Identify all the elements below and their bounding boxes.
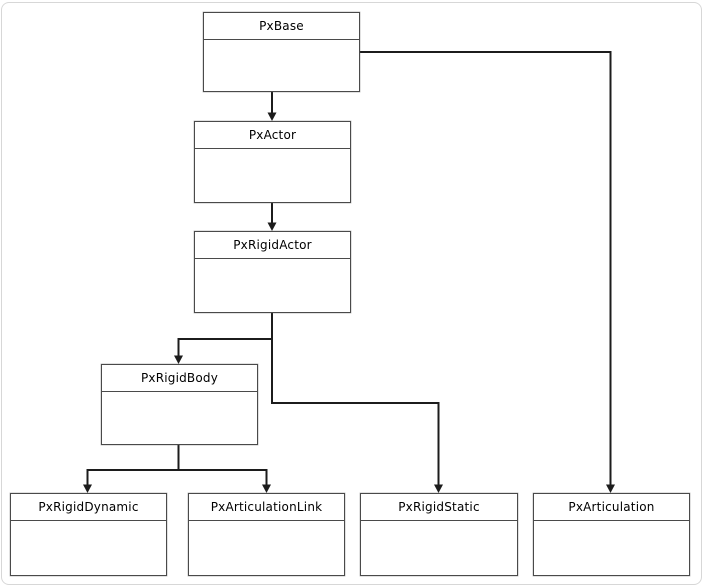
class-title-pxbase: PxBase — [204, 13, 359, 40]
class-box-pxarticulationlink: PxArticulationLink — [188, 493, 345, 576]
class-box-pxrigidbody: PxRigidBody — [101, 364, 258, 445]
class-body-pxarticulation — [534, 521, 689, 575]
arrowhead-pxrigidstatic-icon — [434, 484, 443, 493]
class-body-pxrigidactor — [195, 259, 350, 312]
arrowhead-pxrigidbody-icon — [174, 355, 183, 364]
class-box-pxrigiddynamic: PxRigidDynamic — [10, 493, 167, 576]
class-body-pxrigiddynamic — [11, 521, 166, 575]
class-body-pxarticulationlink — [189, 521, 344, 575]
arrowhead-pxrigidactor-icon — [267, 222, 277, 231]
class-box-pxbase: PxBase — [203, 12, 360, 92]
arrowhead-pxarticulation-icon — [606, 484, 615, 493]
edge-pxrigidactor-pxrigidstatic — [271, 402, 440, 485]
edge-pxrigidbody-trunk — [87, 445, 267, 471]
class-body-pxrigidstatic — [361, 521, 517, 575]
class-title-pxrigidactor: PxRigidActor — [195, 232, 350, 259]
class-box-pxrigidstatic: PxRigidStatic — [360, 493, 518, 576]
arrowhead-pxrigiddynamic-icon — [83, 484, 92, 493]
class-body-pxactor — [195, 149, 350, 202]
class-body-pxbase — [204, 40, 359, 91]
class-title-pxrigidbody: PxRigidBody — [102, 365, 257, 392]
class-title-pxactor: PxActor — [195, 122, 350, 149]
class-box-pxarticulation: PxArticulation — [533, 493, 690, 576]
class-title-pxrigiddynamic: PxRigidDynamic — [11, 494, 166, 521]
class-title-pxarticulation: PxArticulation — [534, 494, 689, 521]
edge-pxbase-pxarticulation — [360, 51, 612, 485]
class-body-pxrigidbody — [102, 392, 257, 444]
arrowhead-pxactor-icon — [267, 112, 277, 121]
edge-pxrigidactor-pxrigidbody — [177, 338, 273, 356]
class-box-pxactor: PxActor — [194, 121, 351, 203]
class-box-pxrigidactor: PxRigidActor — [194, 231, 351, 313]
class-title-pxrigidstatic: PxRigidStatic — [361, 494, 517, 521]
arrowhead-pxarticulationlink-icon — [262, 484, 271, 493]
class-title-pxarticulationlink: PxArticulationLink — [189, 494, 344, 521]
